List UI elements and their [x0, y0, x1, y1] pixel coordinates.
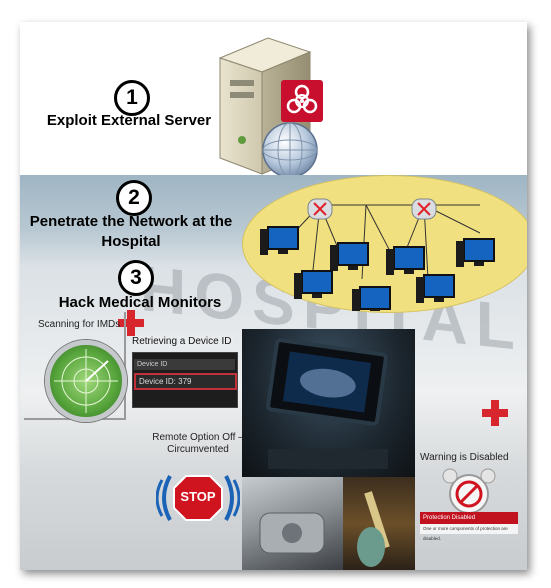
warning-caption: Warning is Disabled: [420, 452, 509, 463]
device-id-panel: Device ID Device ID: 379: [132, 352, 238, 408]
biohazard-icon: [281, 80, 323, 122]
step2-number: 2: [116, 180, 152, 216]
computer-icon: [260, 226, 299, 255]
step1-number: 1: [114, 80, 150, 116]
computer-icon: [456, 238, 495, 267]
computer-icon: [416, 274, 455, 303]
remote-off-caption: Remote Option Off – Circumvented: [152, 432, 244, 455]
ultrasound-monitor-photo: [242, 329, 415, 477]
router-icon: [307, 198, 333, 220]
device-id-header: Device ID: [134, 359, 235, 370]
step3-label: Hack Medical Monitors: [58, 294, 222, 311]
computer-icon: [352, 286, 391, 311]
computer-icon: [386, 246, 425, 275]
red-cross-icon: [482, 400, 508, 426]
infographic-frame: 1 Exploit External Server: [20, 22, 527, 570]
globe-icon: [262, 122, 318, 178]
computer-icon: [294, 270, 333, 299]
protection-disabled-detail: One or more components of protection are…: [420, 524, 518, 541]
protection-disabled-bar: Protection Disabled: [420, 512, 518, 524]
step1-panel: 1 Exploit External Server: [20, 22, 527, 178]
step2-label: Penetrate the Network at the Hospital: [29, 213, 233, 250]
stop-graphic: STOP: [156, 470, 240, 526]
device-id-field: Device ID: 379: [134, 373, 237, 390]
retrieving-caption: Retrieving a Device ID: [130, 336, 234, 347]
step3-number: 3: [118, 260, 154, 296]
step1-label: Exploit External Server: [46, 112, 212, 129]
scanning-caption: Scanning for IMDs: [38, 319, 121, 330]
computer-icon: [330, 242, 369, 271]
syringe-photo: [343, 477, 415, 570]
router-icon: [411, 198, 437, 220]
medical-device-photo: [242, 477, 343, 570]
alarm-clock-disabled-icon: [442, 468, 496, 514]
stop-sign-text: STOP: [180, 489, 216, 504]
red-cross-icon: [118, 310, 144, 336]
radar-icon: [45, 340, 127, 422]
network-diagram: [260, 198, 495, 311]
